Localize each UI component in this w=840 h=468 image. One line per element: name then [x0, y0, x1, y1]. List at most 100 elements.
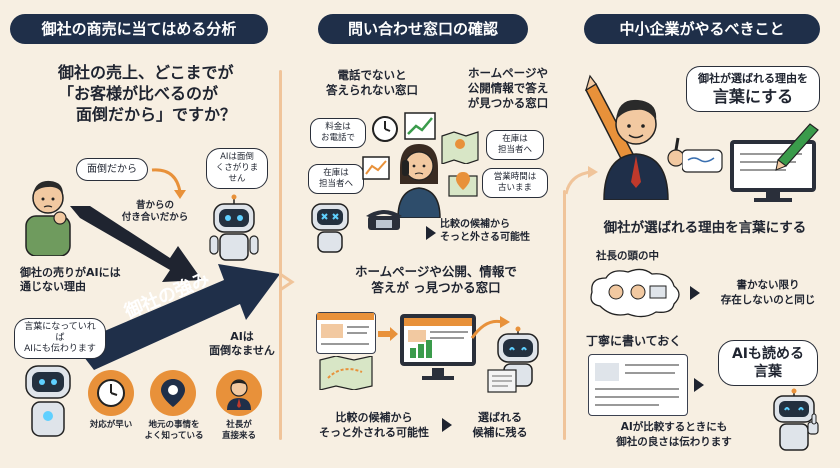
bottom-right-label: 選ばれる 候補に残る	[460, 410, 540, 440]
icon3-line2: 直接来る	[221, 431, 256, 441]
kakanai-line1: 書かない限り	[736, 279, 800, 291]
phone-title-line1: 電話でないと	[337, 68, 407, 82]
icon3-label: 社長が 直接来る	[210, 420, 268, 442]
hikaku-line1: 比較の候補から	[440, 219, 510, 230]
bubble-ai-read: AIも読める 言葉	[718, 340, 818, 386]
phone-title-line2: 答えられない窓口	[326, 83, 418, 97]
ai-line2: 面倒なません	[209, 344, 275, 357]
kakanai-label: 書かない限り 存在しないのと同じ	[706, 278, 830, 308]
icon2-line1: 地元の事情を	[148, 420, 200, 430]
bubble-kotoba-line2: AIにも伝わります	[24, 344, 96, 354]
mid-title-line1: ホームページや公開、情報で	[355, 264, 517, 279]
ryokin-line2: お電話で	[320, 133, 355, 143]
hp-window-title: ホームページや 公開情報で答え が見つかる窓口	[448, 66, 568, 111]
reason-line1: 御社の売りがAIには	[20, 266, 121, 279]
col1-header: 御社の商売に当てはめる分析	[10, 14, 268, 44]
clock-small-icon	[370, 114, 400, 144]
clock-icon	[88, 370, 134, 416]
robot-confused-icon	[306, 200, 354, 254]
footer-line1: AIが比較するときにも	[620, 421, 728, 433]
col3-header: 中小企業がやるべきこと	[584, 14, 820, 44]
col2-header: 問い合わせ窓口の確認	[318, 14, 528, 44]
col3-main-title: 御社が選ばれる理由を言葉にする	[603, 220, 807, 236]
reason-line2: 通じない理由	[20, 280, 86, 293]
orange-arrow-1	[378, 326, 398, 341]
bubble-col3-line2: 言葉にする	[712, 87, 794, 106]
arrow-right-4-icon	[694, 378, 704, 392]
zaiko-line2: 担当者へ	[318, 179, 353, 189]
teinei-label: 丁寧に書いておく	[586, 334, 682, 348]
businessman-with-pencil-illustration	[578, 70, 688, 201]
map-icon	[440, 130, 480, 165]
woman-on-phone-illustration	[388, 138, 450, 219]
hp-title-line1: ホームページや	[468, 66, 548, 80]
president-icon	[216, 370, 262, 416]
bubble-eigyo: 営業時間は 古いまま	[482, 168, 548, 198]
website-panel-illustration	[316, 312, 376, 354]
robot-bottom-icon	[20, 360, 76, 450]
bubble-ai-not-lazy: AIは面倒 くさがりません	[206, 148, 268, 189]
bubble-kotoba: 言葉になっていれば AIにも伝わります	[14, 318, 106, 359]
thinking-person-illustration	[20, 172, 76, 257]
bubble-zaiko2: 在庫は 担当者へ	[486, 130, 544, 160]
mid-title-line2: 答えが っ見つかる窓口	[371, 280, 501, 295]
mukashi-label: 昔からの 付き合いだから	[110, 200, 200, 224]
ai-line1: AIは	[230, 330, 254, 343]
thought-cloud-illustration	[586, 266, 686, 322]
zaiko-line1: 在庫は	[323, 168, 349, 178]
icon2-line2: よく知っている	[144, 431, 204, 441]
bottom-right-line2: 候補に残る	[472, 426, 528, 439]
robot-icon	[206, 194, 262, 266]
robot-reading-icon	[486, 326, 550, 396]
orange-curved-arrow	[470, 314, 510, 342]
arrow-right-3-icon	[690, 286, 700, 300]
strength-arrow	[74, 258, 284, 370]
reason-label: 御社の売りがAIには 通じない理由	[20, 266, 140, 294]
question-line2: 「お客様が比べるのが	[58, 84, 219, 103]
shacho-label: 社長の頭の中	[596, 250, 659, 262]
robot-thumbs-up-icon	[764, 388, 824, 456]
arrow-right-icon	[426, 226, 436, 240]
ai-not-lazy-label: AIは 面倒なません	[204, 330, 280, 358]
icon1-label: 対応が早い	[89, 420, 133, 430]
question-line1: 御社の売上、どこまでが	[58, 63, 234, 82]
bubble-kotoba-ni-suru: 御社が選ばれる理由を 言葉にする	[686, 66, 820, 112]
map-pin-icon	[150, 370, 196, 416]
bottom-left-line2: そっと外される可能性	[319, 426, 429, 439]
bubble-ryokin: 料金は お電話で	[310, 118, 366, 148]
bubble-zaiko: 在庫は 担当者へ	[308, 164, 364, 194]
divider-arrow-2	[564, 164, 600, 198]
arrow-right-2-icon	[442, 418, 452, 432]
hp-title-line2: 公開情報で答え	[467, 81, 549, 95]
column-divider-2	[563, 190, 566, 440]
col3-footer: AIが比較するときにも 御社の良さは伝わります	[584, 420, 764, 450]
bubble-kotoba-line1: 言葉になっていれば	[24, 322, 96, 343]
zaiko2-line2: 担当者へ	[497, 145, 532, 155]
bottom-left-label: 比較の候補から そっと外される可能性	[304, 410, 444, 440]
hikaku-line2: そっと外さる可能性	[440, 232, 530, 243]
question-line3: 面倒だから」ですか？	[76, 105, 237, 124]
hp-title-line3: が見つかる窓口	[467, 96, 549, 110]
document-illustration	[588, 354, 688, 416]
ryokin-line1: 料金は	[325, 122, 351, 132]
diagonal-down-arrow	[70, 206, 210, 286]
hikaku-label: 比較の候補から そっと外さる可能性	[440, 218, 560, 244]
bubble-ai-line1: AIは面倒	[220, 152, 254, 162]
chart-board-icon	[362, 156, 390, 182]
bottom-right-line1: 選ばれる	[478, 411, 522, 424]
monitor-pen-illustration	[681, 120, 822, 204]
footer-line2: 御社の良さは伝わります	[616, 436, 732, 448]
divider-arrow-1	[278, 272, 298, 292]
map-panel-illustration	[318, 355, 374, 391]
chart-up-icon	[404, 112, 436, 140]
mukashi-line1: 昔からの	[135, 200, 174, 211]
icon2-label: 地元の事情を よく知っている	[138, 420, 210, 442]
icon3-line1: 社長が	[226, 420, 252, 430]
bubble-ai-line2: くさがりません	[215, 163, 259, 184]
bubble-col3-line1: 御社が選ばれる理由を	[698, 72, 808, 85]
ai-read-line2: 言葉	[754, 364, 782, 380]
bottom-left-line1: 比較の候補から	[335, 411, 413, 424]
telephone-icon	[364, 206, 404, 232]
kakanai-line2: 存在しないのと同じ	[720, 294, 816, 306]
ai-read-line1: AIも読める	[731, 346, 805, 362]
